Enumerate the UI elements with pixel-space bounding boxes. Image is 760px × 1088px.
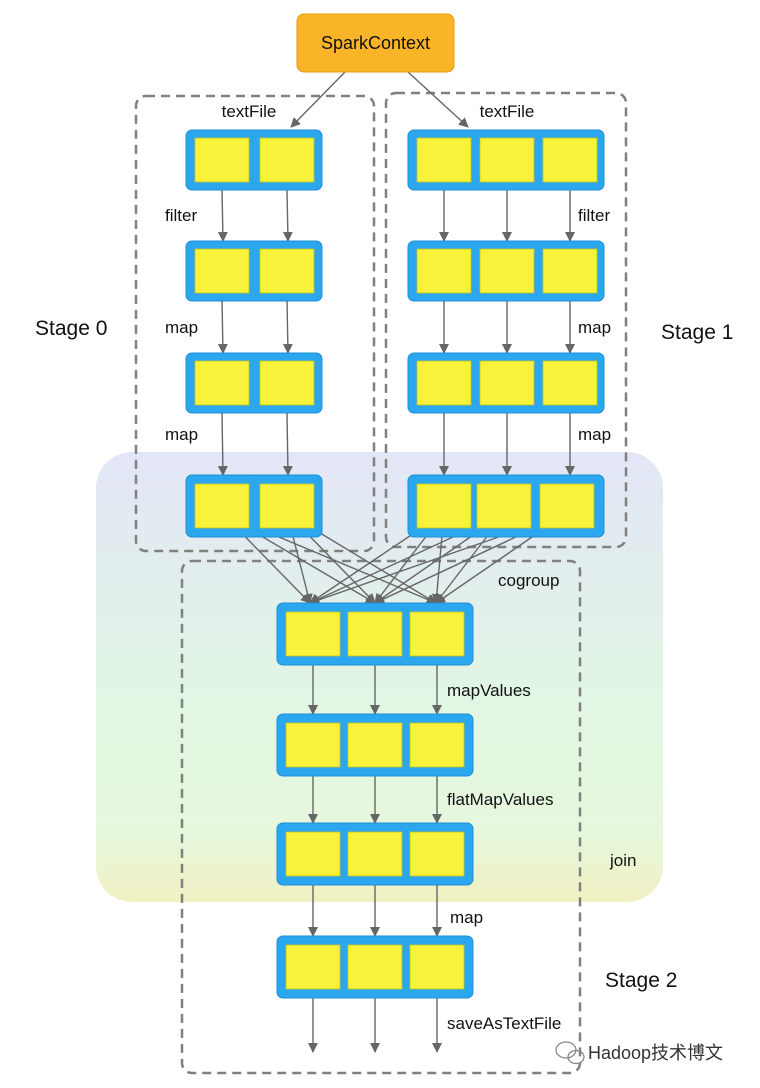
partition-3 — [409, 722, 465, 768]
partition-2 — [259, 248, 315, 294]
partition-3 — [542, 248, 598, 294]
partition-1 — [416, 137, 472, 183]
stage2-rdd-mapvalues — [276, 713, 474, 777]
arrow-root-to-stage0 — [290, 71, 346, 128]
stage1-rdd-4 — [407, 474, 605, 538]
dependency-arrow — [282, 412, 293, 476]
partition-2 — [347, 611, 403, 657]
stage1-map-label-1: map — [578, 318, 611, 337]
saveastextfile-label: saveAsTextFile — [447, 1014, 561, 1033]
partition-1 — [194, 360, 250, 406]
stage1-rdd-3 — [407, 352, 605, 414]
join-label: join — [609, 851, 636, 870]
stage0-rdd-4 — [185, 474, 323, 538]
wechat-icon — [555, 1041, 585, 1065]
stage-1-boundary — [384, 91, 628, 549]
partition-1 — [285, 831, 341, 877]
partition-1 — [416, 360, 472, 406]
stage2-rdd-map — [276, 935, 474, 999]
stage1-map-label-2: map — [578, 425, 611, 444]
partition-2 — [347, 944, 403, 990]
partition-2 — [347, 722, 403, 768]
stage1-filter-label: filter — [578, 206, 610, 225]
cogroup-label: cogroup — [498, 571, 559, 590]
partition-1 — [194, 137, 250, 183]
stage0-filter-label: filter — [165, 206, 197, 225]
stage1-rdd-2 — [407, 240, 605, 302]
stage0-map-label-1: map — [165, 318, 198, 337]
stage1-textfile-label: textFile — [480, 102, 535, 121]
arrow-root-to-stage1 — [407, 71, 469, 128]
partition-2 — [259, 360, 315, 406]
partition-1 — [416, 248, 472, 294]
stage0-textfile-label: textFile — [222, 102, 277, 121]
stage0-rdd-2 — [185, 240, 323, 302]
partition-3 — [409, 944, 465, 990]
spark-context-label: SparkContext — [321, 33, 430, 53]
stage0-map-label-2: map — [165, 425, 198, 444]
flatmapvalues-label: flatMapValues — [447, 790, 553, 809]
partition-2 — [479, 248, 535, 294]
partition-2 — [479, 137, 535, 183]
partition-3 — [409, 831, 465, 877]
partition-3 — [539, 483, 595, 529]
partition-1 — [416, 483, 472, 529]
partition-1 — [285, 611, 341, 657]
spark-context-node: SparkContext — [296, 13, 455, 73]
partition-2 — [259, 483, 315, 529]
partition-2 — [347, 831, 403, 877]
join-region — [96, 452, 663, 902]
stage0-rdd-1 — [185, 129, 323, 191]
dependency-arrow — [217, 189, 228, 242]
stage2-map-label: map — [450, 908, 483, 927]
watermark: Hadoop技术博文 — [555, 1041, 723, 1065]
dependency-arrow — [217, 412, 228, 476]
stage2-rdd-cogroup — [276, 602, 474, 666]
partition-1 — [194, 248, 250, 294]
partition-3 — [409, 611, 465, 657]
stage-2-boundary — [180, 559, 582, 1075]
partition-1 — [285, 722, 341, 768]
stage-0-boundary — [134, 94, 376, 553]
stage-2-label: Stage 2 — [605, 969, 677, 992]
stage2-rdd-flatmapvalues — [276, 822, 474, 886]
stage-0-label: Stage 0 — [35, 317, 107, 340]
stage0-rdd-3 — [185, 352, 323, 414]
dependency-arrow — [282, 300, 293, 354]
partition-2 — [479, 360, 535, 406]
stage-1-label: Stage 1 — [661, 321, 733, 344]
dependency-arrow — [282, 189, 293, 242]
mapvalues-label: mapValues — [447, 681, 531, 700]
stage1-rdd-1 — [407, 129, 605, 191]
partition-1 — [285, 944, 341, 990]
rdd-blocks — [185, 129, 605, 999]
watermark-text: Hadoop技术博文 — [588, 1043, 723, 1063]
partition-2 — [476, 483, 532, 529]
partition-3 — [542, 360, 598, 406]
partition-1 — [194, 483, 250, 529]
partition-2 — [259, 137, 315, 183]
dependency-arrow — [217, 300, 228, 354]
partition-3 — [542, 137, 598, 183]
